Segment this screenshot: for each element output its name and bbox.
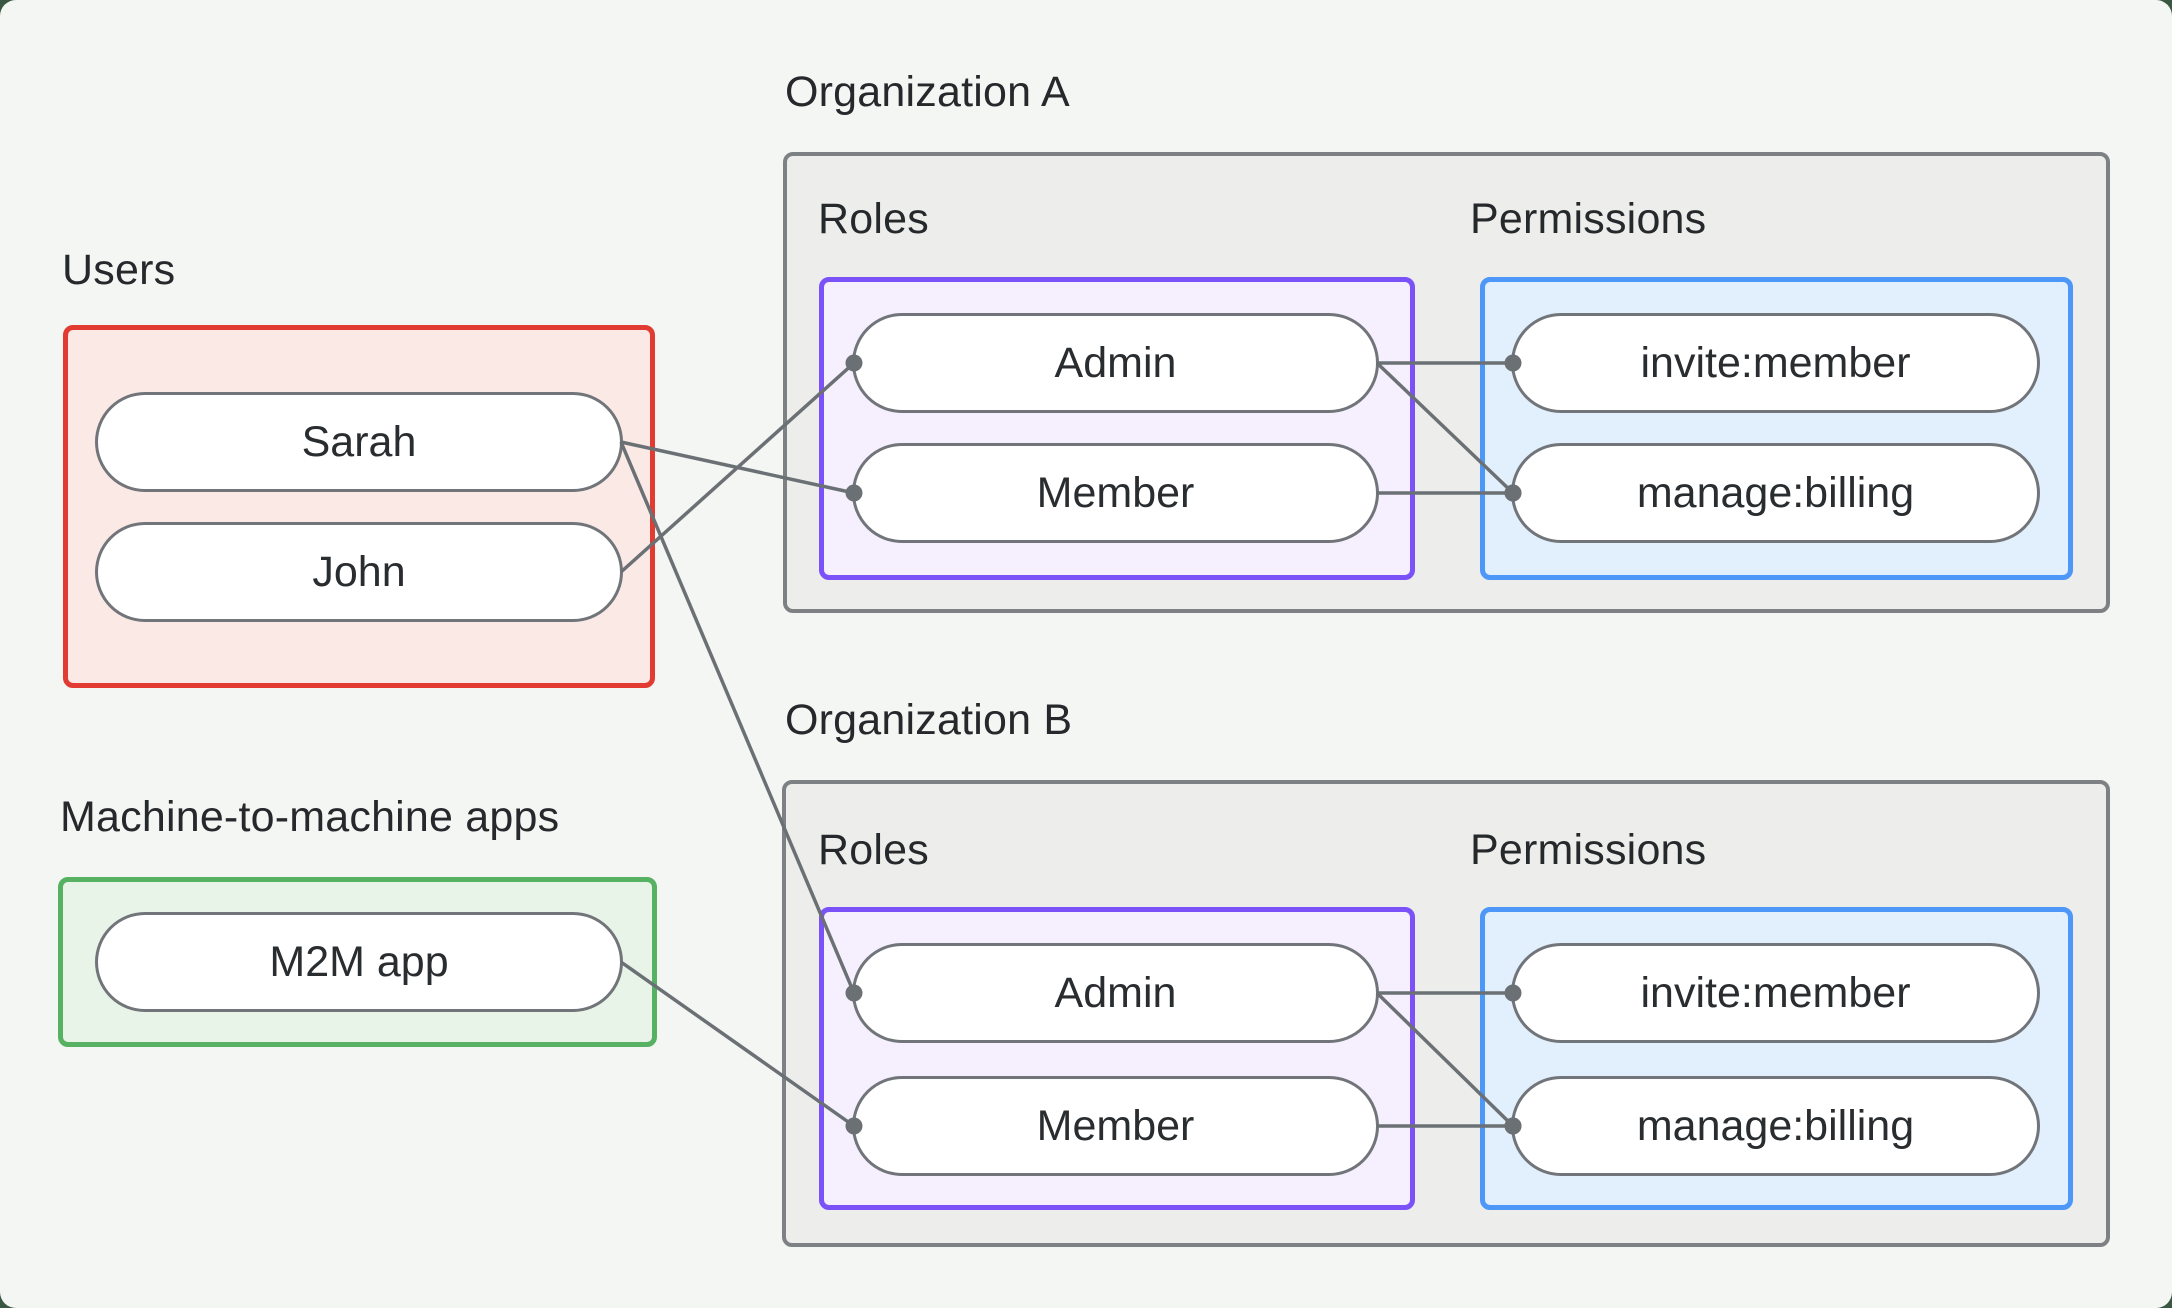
permission-node-label: invite:member [1640, 968, 1911, 1017]
org-b-permission-invite-member: invite:member [1511, 943, 2040, 1043]
m2m-group-label: Machine-to-machine apps [60, 793, 560, 841]
user-node-john: John [95, 522, 623, 622]
users-group-box [63, 325, 655, 688]
users-group-label: Users [62, 246, 176, 294]
user-node-sarah: Sarah [95, 392, 623, 492]
org-b-role-admin: Admin [852, 943, 1379, 1043]
org-b-title: Organization B [785, 696, 1073, 744]
org-b-permissions-label: Permissions [1470, 826, 1707, 874]
org-b-role-member: Member [852, 1076, 1379, 1176]
role-node-label: Admin [1054, 968, 1177, 1017]
m2m-app-node-label: M2M app [269, 937, 449, 986]
user-node-label: John [312, 547, 406, 596]
org-b-permission-manage-billing: manage:billing [1511, 1076, 2040, 1176]
role-node-label: Admin [1054, 338, 1177, 387]
org-a-role-member: Member [852, 443, 1379, 543]
m2m-app-node: M2M app [95, 912, 623, 1012]
org-a-permission-manage-billing: manage:billing [1511, 443, 2040, 543]
org-a-roles-label: Roles [818, 195, 929, 243]
user-node-label: Sarah [301, 417, 417, 466]
permission-node-label: manage:billing [1636, 468, 1915, 517]
org-b-roles-label: Roles [818, 826, 929, 874]
role-node-label: Member [1036, 468, 1195, 517]
org-a-role-admin: Admin [852, 313, 1379, 413]
org-a-permission-invite-member: invite:member [1511, 313, 2040, 413]
permission-node-label: invite:member [1640, 338, 1911, 387]
role-node-label: Member [1036, 1101, 1195, 1150]
permission-node-label: manage:billing [1636, 1101, 1915, 1150]
org-a-title: Organization A [785, 68, 1070, 116]
org-a-permissions-label: Permissions [1470, 195, 1707, 243]
